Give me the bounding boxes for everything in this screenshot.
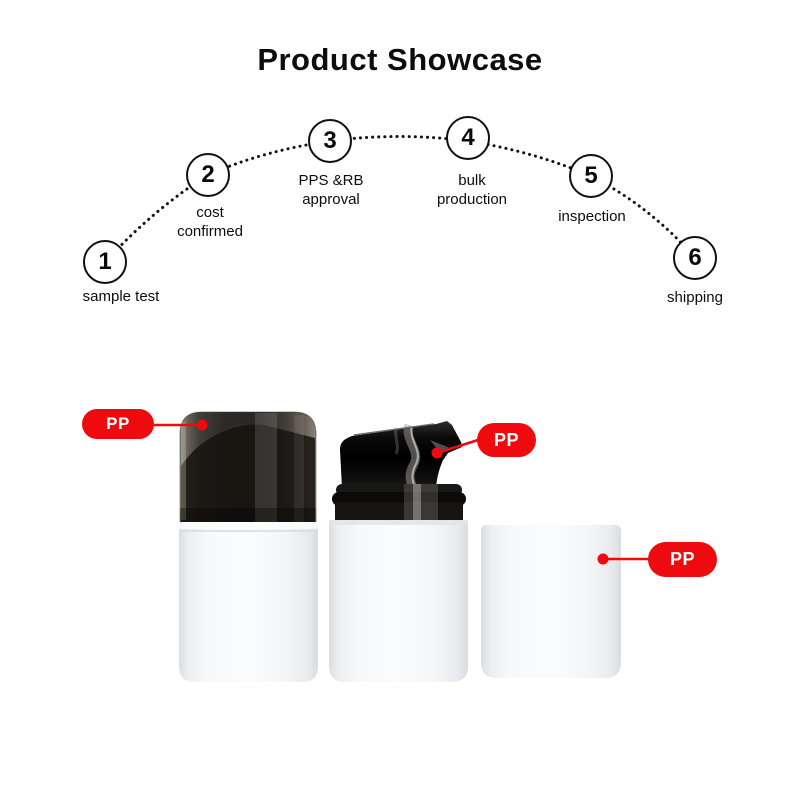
- step-circle-5: 5: [569, 154, 613, 198]
- material-badge-body: PP: [648, 542, 717, 577]
- bottle-pump: [329, 421, 468, 682]
- step-circle-3: 3: [308, 119, 352, 163]
- cap-edge-light: [181, 422, 186, 520]
- bottle-body: [329, 520, 468, 682]
- step-label-3: PPS &RB approval: [261, 172, 401, 209]
- bottle-body: [179, 522, 318, 682]
- step-label-line: inspection: [558, 208, 626, 225]
- step-label-4: bulk production: [402, 172, 542, 209]
- step-label-line: PPS &RB: [298, 172, 364, 189]
- bottle-body: [481, 525, 621, 678]
- step-circle-4: 4: [446, 116, 490, 160]
- cap-highlight: [294, 415, 304, 523]
- step-label-line: cost: [196, 204, 224, 221]
- collar-highlight: [413, 484, 421, 520]
- material-badge-cap: PP: [82, 409, 154, 439]
- pump-reflection: [394, 427, 399, 455]
- step-label-line: sample test: [82, 288, 160, 305]
- step-label-1: sample test: [51, 288, 191, 307]
- annotation-pointers: [154, 419, 649, 565]
- step-label-2: cost confirmed: [140, 204, 280, 241]
- pump-top-edge: [353, 423, 435, 436]
- step-label-6: shipping: [625, 289, 765, 308]
- pump-reflection: [410, 425, 419, 489]
- page-title: Product Showcase: [257, 42, 543, 77]
- body-lip-highlight: [179, 522, 318, 529]
- step-label-line: confirmed: [177, 222, 243, 240]
- body-top-shadow: [329, 520, 468, 525]
- cap-bottom-band: [180, 508, 316, 524]
- cap-inner-shadow: [181, 424, 315, 523]
- step-circle-2: 2: [186, 153, 230, 197]
- step-circle-6: 6: [673, 236, 717, 280]
- collar-highlight: [404, 484, 438, 520]
- bottle-bare-body: [481, 525, 621, 678]
- pump-collar-ring: [335, 502, 463, 520]
- bottle-capped: [179, 411, 318, 682]
- product-photo: [154, 411, 649, 682]
- body-lip-shadow: [179, 530, 318, 532]
- step-label-line: shipping: [667, 289, 723, 306]
- material-badge-pump: PP: [477, 423, 536, 457]
- pointer-dot-cap: [196, 419, 208, 431]
- pointer-dot-body: [597, 553, 609, 565]
- pointer-line-pump: [439, 438, 479, 454]
- step-label-5: inspection: [522, 208, 662, 227]
- pump-reflection: [403, 423, 421, 490]
- step-label-line: bulk: [458, 172, 486, 189]
- step-label-line: approval: [302, 190, 360, 208]
- cap-highlight: [255, 413, 277, 523]
- pointer-dot-pump: [431, 447, 443, 459]
- step-label-line: production: [436, 190, 508, 208]
- pump-head: [340, 421, 462, 488]
- step-circle-1: 1: [83, 240, 127, 284]
